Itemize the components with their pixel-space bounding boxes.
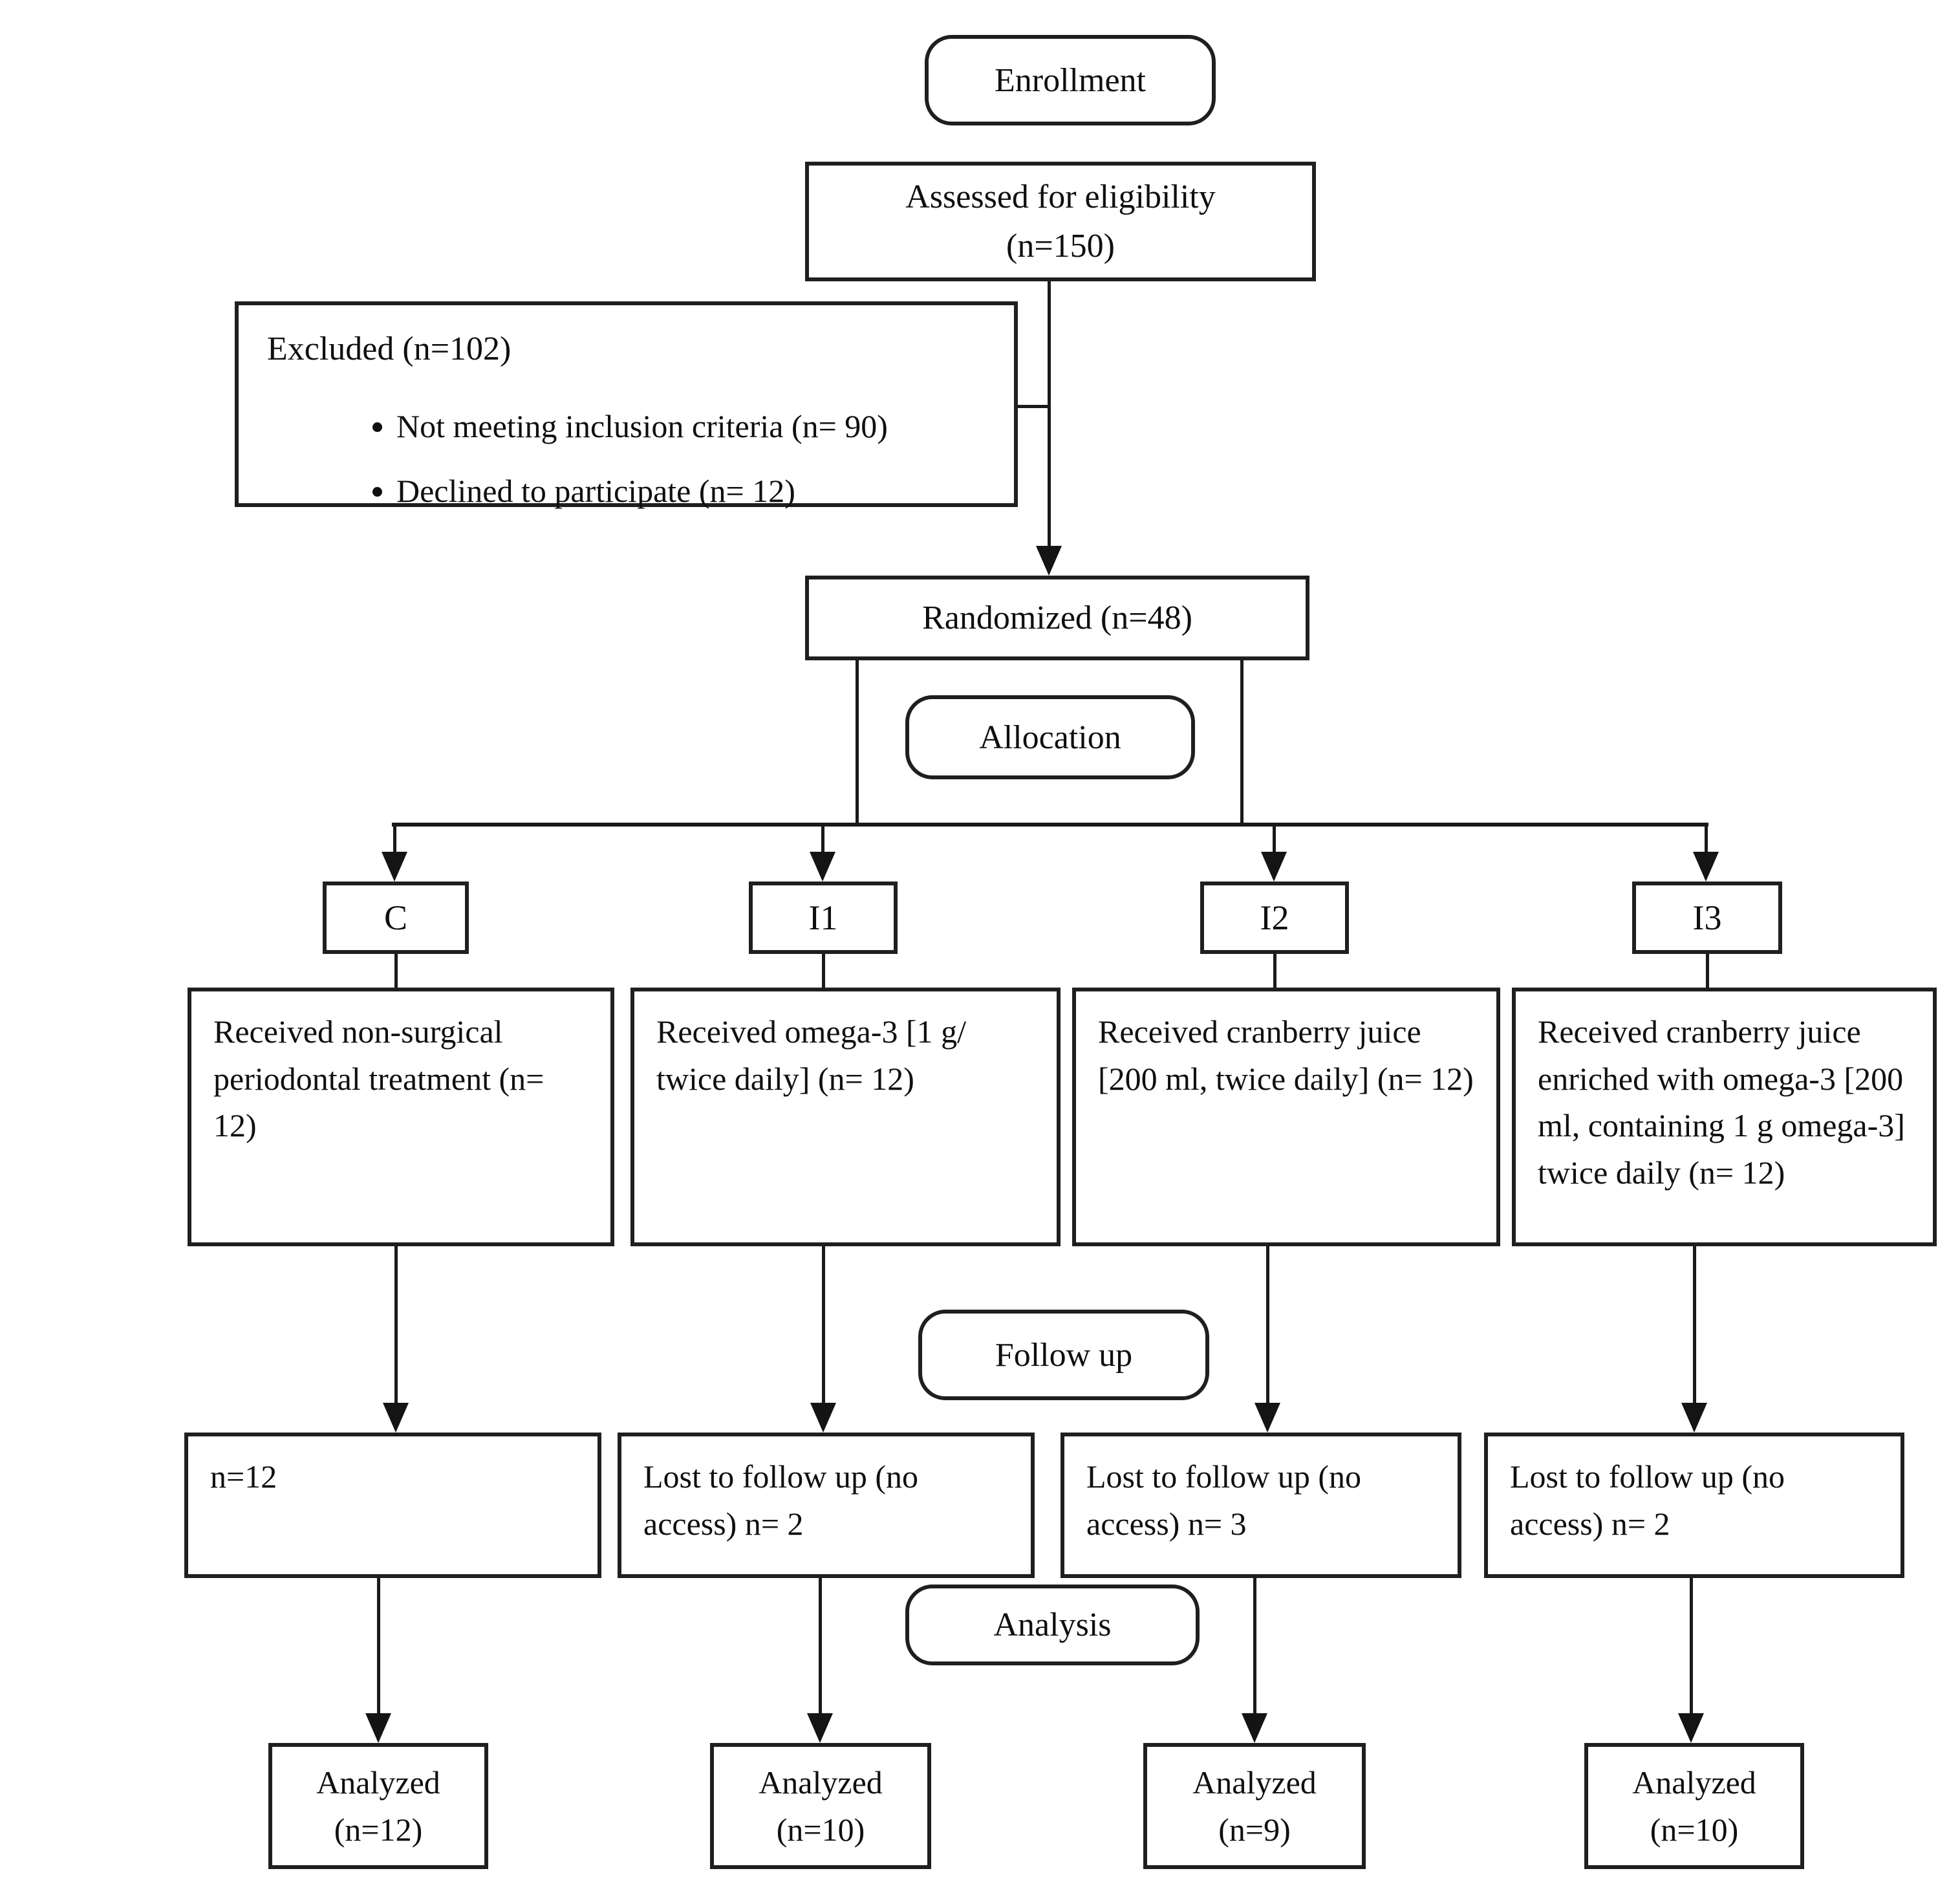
analyzed-label-i2: Analyzed bbox=[1192, 1764, 1317, 1801]
excluded-bullet-2: Declined to participate (n= 12) bbox=[396, 466, 985, 517]
allocation-text-i3: Received cranberry juice enriched with o… bbox=[1538, 1013, 1905, 1191]
connector-assessed-to-randomized bbox=[1048, 281, 1051, 546]
allocation-box-i2: Received cranberry juice [200 ml, twice … bbox=[1072, 988, 1500, 1246]
follow-up-box-i1: Lost to follow up (no access) n= 2 bbox=[618, 1433, 1035, 1578]
allocation-box-c: Received non-surgical periodontal treatm… bbox=[188, 988, 614, 1246]
connector-c-to-followup bbox=[394, 1246, 398, 1404]
excluded-box: Excluded (n=102) Not meeting inclusion c… bbox=[235, 301, 1018, 509]
connector-i3-stub bbox=[1706, 954, 1709, 988]
connector-branch-to-i1 bbox=[821, 827, 824, 854]
analyzed-label-c: Analyzed bbox=[316, 1764, 440, 1801]
follow-up-text-i1: Lost to follow up (no access) n= 2 bbox=[643, 1458, 918, 1542]
group-code-c: C bbox=[383, 898, 408, 937]
stage-label-allocation: Allocation bbox=[905, 695, 1195, 779]
analyzed-count-c: (n=12) bbox=[334, 1811, 423, 1848]
follow-up-box-i3: Lost to follow up (no access) n= 2 bbox=[1484, 1433, 1904, 1578]
allocation-box-i1: Received omega-3 [1 g/ twice daily] (n= … bbox=[630, 988, 1061, 1246]
connector-i1-stub bbox=[822, 954, 825, 988]
connector-randomized-leg-left bbox=[856, 660, 859, 825]
analyzed-count-i3: (n=10) bbox=[1650, 1811, 1739, 1848]
stage-label-enrollment: Enrollment bbox=[925, 35, 1216, 125]
allocation-text-c: Received non-surgical periodontal treatm… bbox=[213, 1013, 544, 1143]
arrowhead-analyzed-i3 bbox=[1678, 1713, 1704, 1743]
arrowhead-followup-i3 bbox=[1681, 1403, 1707, 1433]
follow-up-text-i3: Lost to follow up (no access) n= 2 bbox=[1510, 1458, 1785, 1542]
stage-label-analysis-text: Analysis bbox=[993, 1606, 1112, 1643]
excluded-title: Excluded (n=102) bbox=[267, 330, 512, 367]
arrowhead-into-i3 bbox=[1693, 852, 1719, 882]
group-code-box-i2: I2 bbox=[1200, 882, 1349, 954]
analyzed-box-c: Analyzed (n=12) bbox=[268, 1743, 488, 1869]
arrowhead-into-i2 bbox=[1261, 852, 1287, 882]
follow-up-box-i2: Lost to follow up (no access) n= 3 bbox=[1061, 1433, 1461, 1578]
arrowhead-into-c bbox=[382, 852, 407, 882]
assessed-for-eligibility-box: Assessed for eligibility (n=150) bbox=[805, 162, 1316, 281]
arrowhead-analyzed-c bbox=[365, 1713, 391, 1743]
arrowhead-analyzed-i1 bbox=[807, 1713, 833, 1743]
group-code-i2: I2 bbox=[1260, 898, 1289, 937]
excluded-bullet-list: Not meeting inclusion criteria (n= 90) D… bbox=[267, 402, 985, 516]
follow-up-text-i2: Lost to follow up (no access) n= 3 bbox=[1086, 1458, 1361, 1542]
connector-branch-to-c bbox=[393, 827, 396, 854]
analyzed-box-i1: Analyzed (n=10) bbox=[710, 1743, 931, 1869]
arrowhead-analyzed-i2 bbox=[1242, 1713, 1267, 1743]
group-code-i3: I3 bbox=[1692, 898, 1722, 937]
arrowhead-followup-i1 bbox=[810, 1403, 836, 1433]
analyzed-box-i3: Analyzed (n=10) bbox=[1584, 1743, 1804, 1869]
follow-up-box-c: n=12 bbox=[184, 1433, 601, 1578]
connector-i2-to-followup bbox=[1266, 1246, 1269, 1404]
connector-i1-to-analyzed bbox=[819, 1578, 822, 1713]
allocation-text-i2: Received cranberry juice [200 ml, twice … bbox=[1098, 1013, 1474, 1097]
group-code-box-c: C bbox=[323, 882, 469, 954]
stage-label-follow-up: Follow up bbox=[918, 1310, 1209, 1400]
group-code-i1: I1 bbox=[808, 898, 838, 937]
analyzed-label-i1: Analyzed bbox=[759, 1764, 883, 1801]
analyzed-count-i2: (n=9) bbox=[1218, 1811, 1291, 1848]
allocation-text-i1: Received omega-3 [1 g/ twice daily] (n= … bbox=[656, 1013, 966, 1097]
group-code-box-i3: I3 bbox=[1632, 882, 1782, 954]
connector-c-to-analyzed bbox=[377, 1578, 380, 1713]
analyzed-label-i3: Analyzed bbox=[1632, 1764, 1756, 1801]
arrowhead-into-i1 bbox=[810, 852, 835, 882]
allocation-box-i3: Received cranberry juice enriched with o… bbox=[1512, 988, 1937, 1246]
randomized-box: Randomized (n=48) bbox=[805, 576, 1309, 660]
follow-up-text-c: n=12 bbox=[210, 1458, 277, 1495]
arrowhead-into-randomized bbox=[1036, 546, 1062, 576]
assessed-count: (n=150) bbox=[1006, 227, 1115, 265]
connector-i1-to-followup bbox=[822, 1246, 825, 1404]
analyzed-box-i2: Analyzed (n=9) bbox=[1143, 1743, 1366, 1869]
excluded-bullet-1: Not meeting inclusion criteria (n= 90) bbox=[396, 402, 985, 452]
connector-c-stub bbox=[394, 954, 398, 988]
arrowhead-followup-i2 bbox=[1255, 1403, 1280, 1433]
connector-excluded-stub bbox=[1018, 405, 1050, 408]
group-code-box-i1: I1 bbox=[749, 882, 898, 954]
connector-branch-to-i2 bbox=[1273, 827, 1276, 854]
stage-label-analysis: Analysis bbox=[905, 1585, 1200, 1665]
connector-i2-stub bbox=[1273, 954, 1276, 988]
stage-label-enrollment-text: Enrollment bbox=[995, 61, 1146, 99]
randomized-text: Randomized (n=48) bbox=[922, 599, 1192, 636]
stage-label-follow-up-text: Follow up bbox=[995, 1336, 1133, 1374]
arrowhead-followup-c bbox=[383, 1403, 409, 1433]
connector-i2-to-analyzed bbox=[1253, 1578, 1256, 1713]
connector-randomized-leg-right bbox=[1240, 660, 1244, 825]
connector-i3-to-followup bbox=[1693, 1246, 1696, 1404]
connector-allocation-branch-line bbox=[392, 823, 1708, 827]
connector-branch-to-i3 bbox=[1705, 827, 1708, 854]
assessed-line1: Assessed for eligibility bbox=[905, 178, 1216, 216]
analyzed-count-i1: (n=10) bbox=[776, 1811, 865, 1848]
stage-label-allocation-text: Allocation bbox=[979, 719, 1121, 756]
connector-i3-to-analyzed bbox=[1690, 1578, 1693, 1713]
